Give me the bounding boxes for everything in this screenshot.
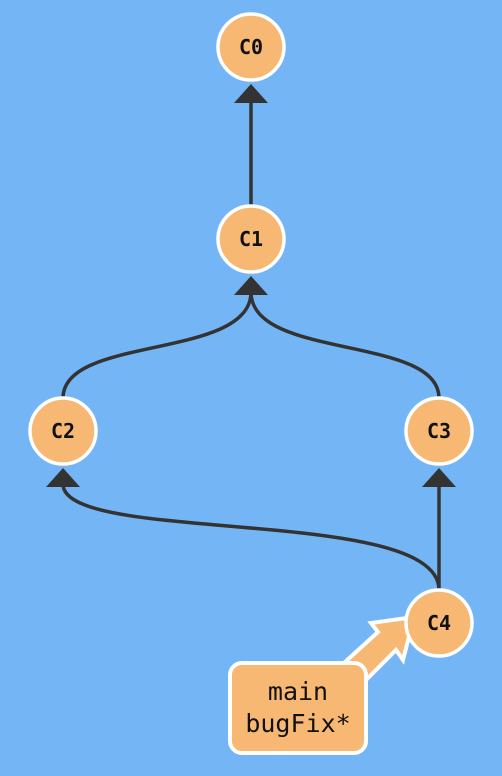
commit-c4[interactable]: C4 <box>404 588 474 658</box>
commit-c1[interactable]: C1 <box>216 204 286 274</box>
commit-node-c0[interactable] <box>216 12 286 82</box>
commit-label-c3: C3 <box>427 419 451 443</box>
commit-label-c2: C2 <box>51 419 75 443</box>
commit-label-c1: C1 <box>239 227 263 251</box>
branch-tag[interactable]: main bugFix* <box>228 661 368 755</box>
arrowhead-c1 <box>234 276 268 295</box>
branch-label-main: main <box>267 677 329 706</box>
commit-label-c4: C4 <box>427 611 451 635</box>
commit-c2[interactable]: C2 <box>28 396 98 466</box>
edge-c3-c1 <box>249 291 441 399</box>
commit-label-c0: C0 <box>239 35 263 59</box>
edges <box>61 100 441 591</box>
commit-node-c2[interactable] <box>28 396 98 466</box>
commit-node-c1[interactable] <box>216 204 286 274</box>
arrowheads <box>46 84 456 487</box>
edge-c4-c2 <box>61 483 441 591</box>
arrowhead-c0 <box>234 84 268 103</box>
arrowhead-c2 <box>46 468 80 487</box>
branch-label-bugfix: bugFix* <box>245 709 351 738</box>
commit-c0[interactable]: C0 <box>216 12 286 82</box>
commit-c3[interactable]: C3 <box>404 396 474 466</box>
commit-node-c4[interactable] <box>404 588 474 658</box>
arrowhead-c3 <box>422 468 456 487</box>
commit-node-c3[interactable] <box>404 396 474 466</box>
edge-c2-c1 <box>61 291 253 399</box>
